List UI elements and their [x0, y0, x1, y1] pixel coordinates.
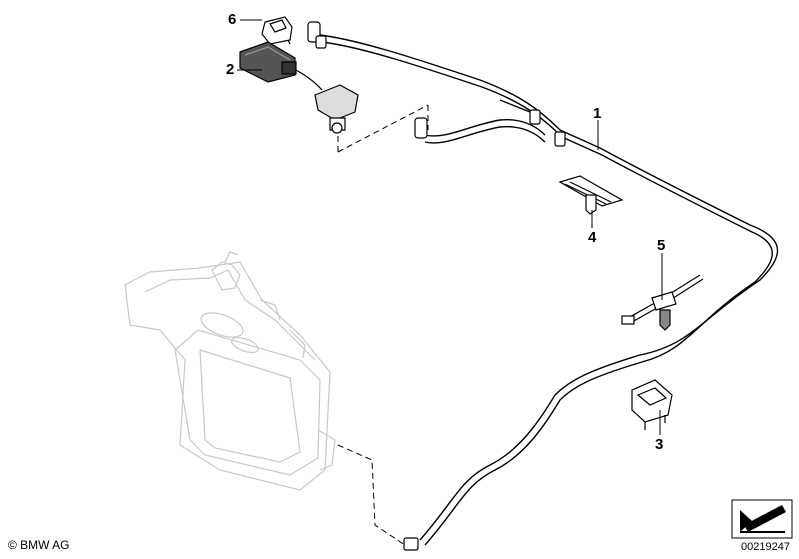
- connector-part-2: [239, 41, 359, 134]
- callout-4: 4: [588, 229, 597, 246]
- hose-fittings: [307, 21, 566, 551]
- callout-6: 6: [228, 11, 237, 28]
- callout-leader-lines: [237, 19, 663, 435]
- arrow-diagram-icon: [731, 499, 793, 539]
- headlight-assembly-ghost: [124, 251, 336, 491]
- cable-tie-part-5: [621, 274, 704, 331]
- callout-5: 5: [657, 237, 666, 254]
- dashed-connector-lines: [337, 104, 429, 546]
- bracket-clip-part-3: [631, 379, 673, 430]
- callout-1: 1: [593, 105, 602, 122]
- callout-2: 2: [226, 61, 235, 78]
- copyright-label: © BMW AG: [8, 538, 70, 552]
- clip-part-6: [261, 16, 293, 49]
- clip-strip-part-4: [558, 175, 624, 215]
- callout-3: 3: [655, 436, 664, 453]
- document-number: 00219247: [741, 541, 790, 553]
- washer-hose: [319, 34, 779, 546]
